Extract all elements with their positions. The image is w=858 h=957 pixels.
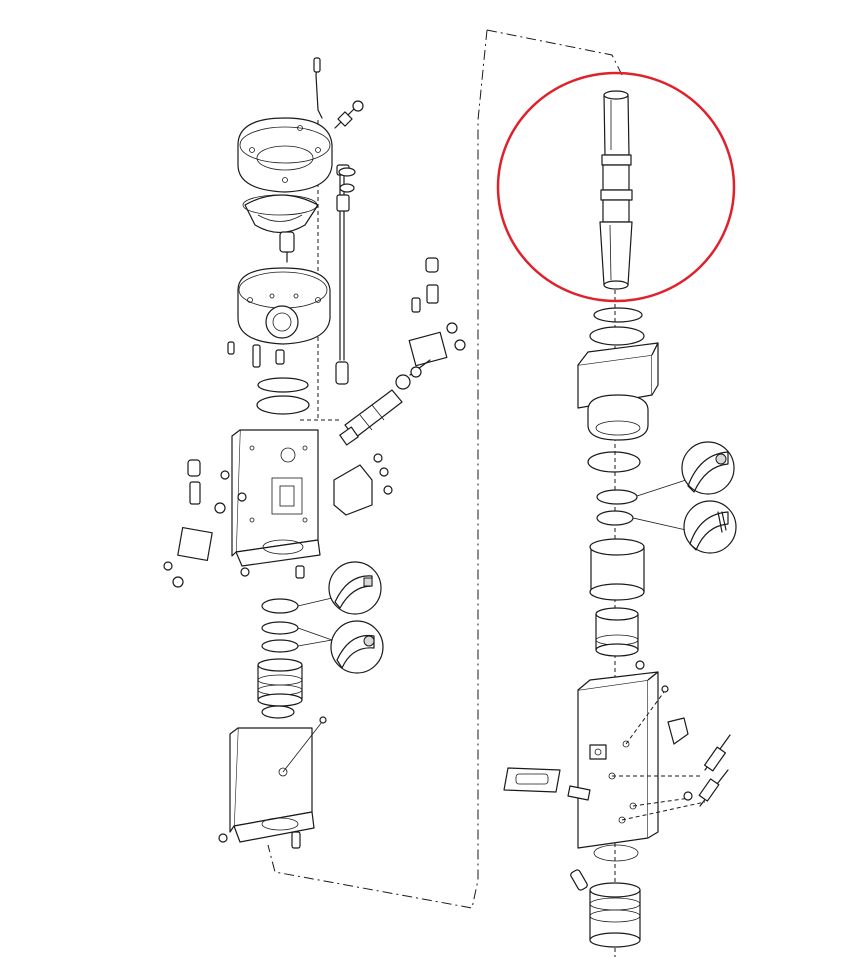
top-screw	[334, 100, 364, 129]
cylinder-end-block	[218, 716, 327, 849]
seal-detail-callout	[297, 561, 382, 615]
nameplate	[503, 767, 561, 793]
middle-cover	[237, 267, 331, 345]
o-ring	[256, 395, 310, 415]
o-ring	[257, 377, 309, 393]
piston	[257, 658, 303, 707]
guide-pins	[227, 341, 285, 368]
rod-fittings	[338, 167, 356, 193]
seal-ring	[596, 510, 634, 526]
bracket-clip	[567, 744, 607, 801]
mounting-bracket	[333, 453, 393, 516]
seal-ring	[261, 639, 299, 653]
body-bottom-fittings	[240, 565, 305, 579]
seal-ring	[261, 598, 299, 614]
left-solenoid	[163, 459, 247, 588]
side-fittings	[661, 685, 731, 807]
seal-detail-callout	[636, 441, 735, 497]
o-ring	[261, 705, 295, 719]
o-ring	[587, 451, 641, 473]
seal-ring	[596, 489, 638, 505]
seal-detail-callout	[632, 500, 737, 554]
bottom-end-cap	[570, 869, 641, 948]
lower-valve-body	[577, 671, 706, 862]
o-ring	[589, 326, 645, 346]
piston-rod	[599, 90, 633, 290]
top-flange-ring	[237, 117, 333, 193]
sensor-wire	[313, 57, 323, 119]
seal-detail-callout	[297, 620, 384, 674]
diaphragm-dome	[242, 194, 319, 234]
assembly-connector-line	[267, 29, 623, 909]
valve-stem	[279, 231, 295, 263]
connecting-rod	[335, 164, 350, 385]
spool-cartridge	[339, 389, 403, 446]
cylinder-head-block	[577, 342, 659, 441]
solenoid-valve	[395, 257, 466, 390]
o-ring	[593, 307, 643, 323]
highlight-circle	[496, 71, 736, 303]
seal-ring	[261, 621, 299, 635]
small-fitting	[635, 660, 645, 670]
main-valve-body	[231, 429, 321, 567]
piston-right	[595, 607, 639, 657]
cylinder-tube	[589, 538, 645, 601]
